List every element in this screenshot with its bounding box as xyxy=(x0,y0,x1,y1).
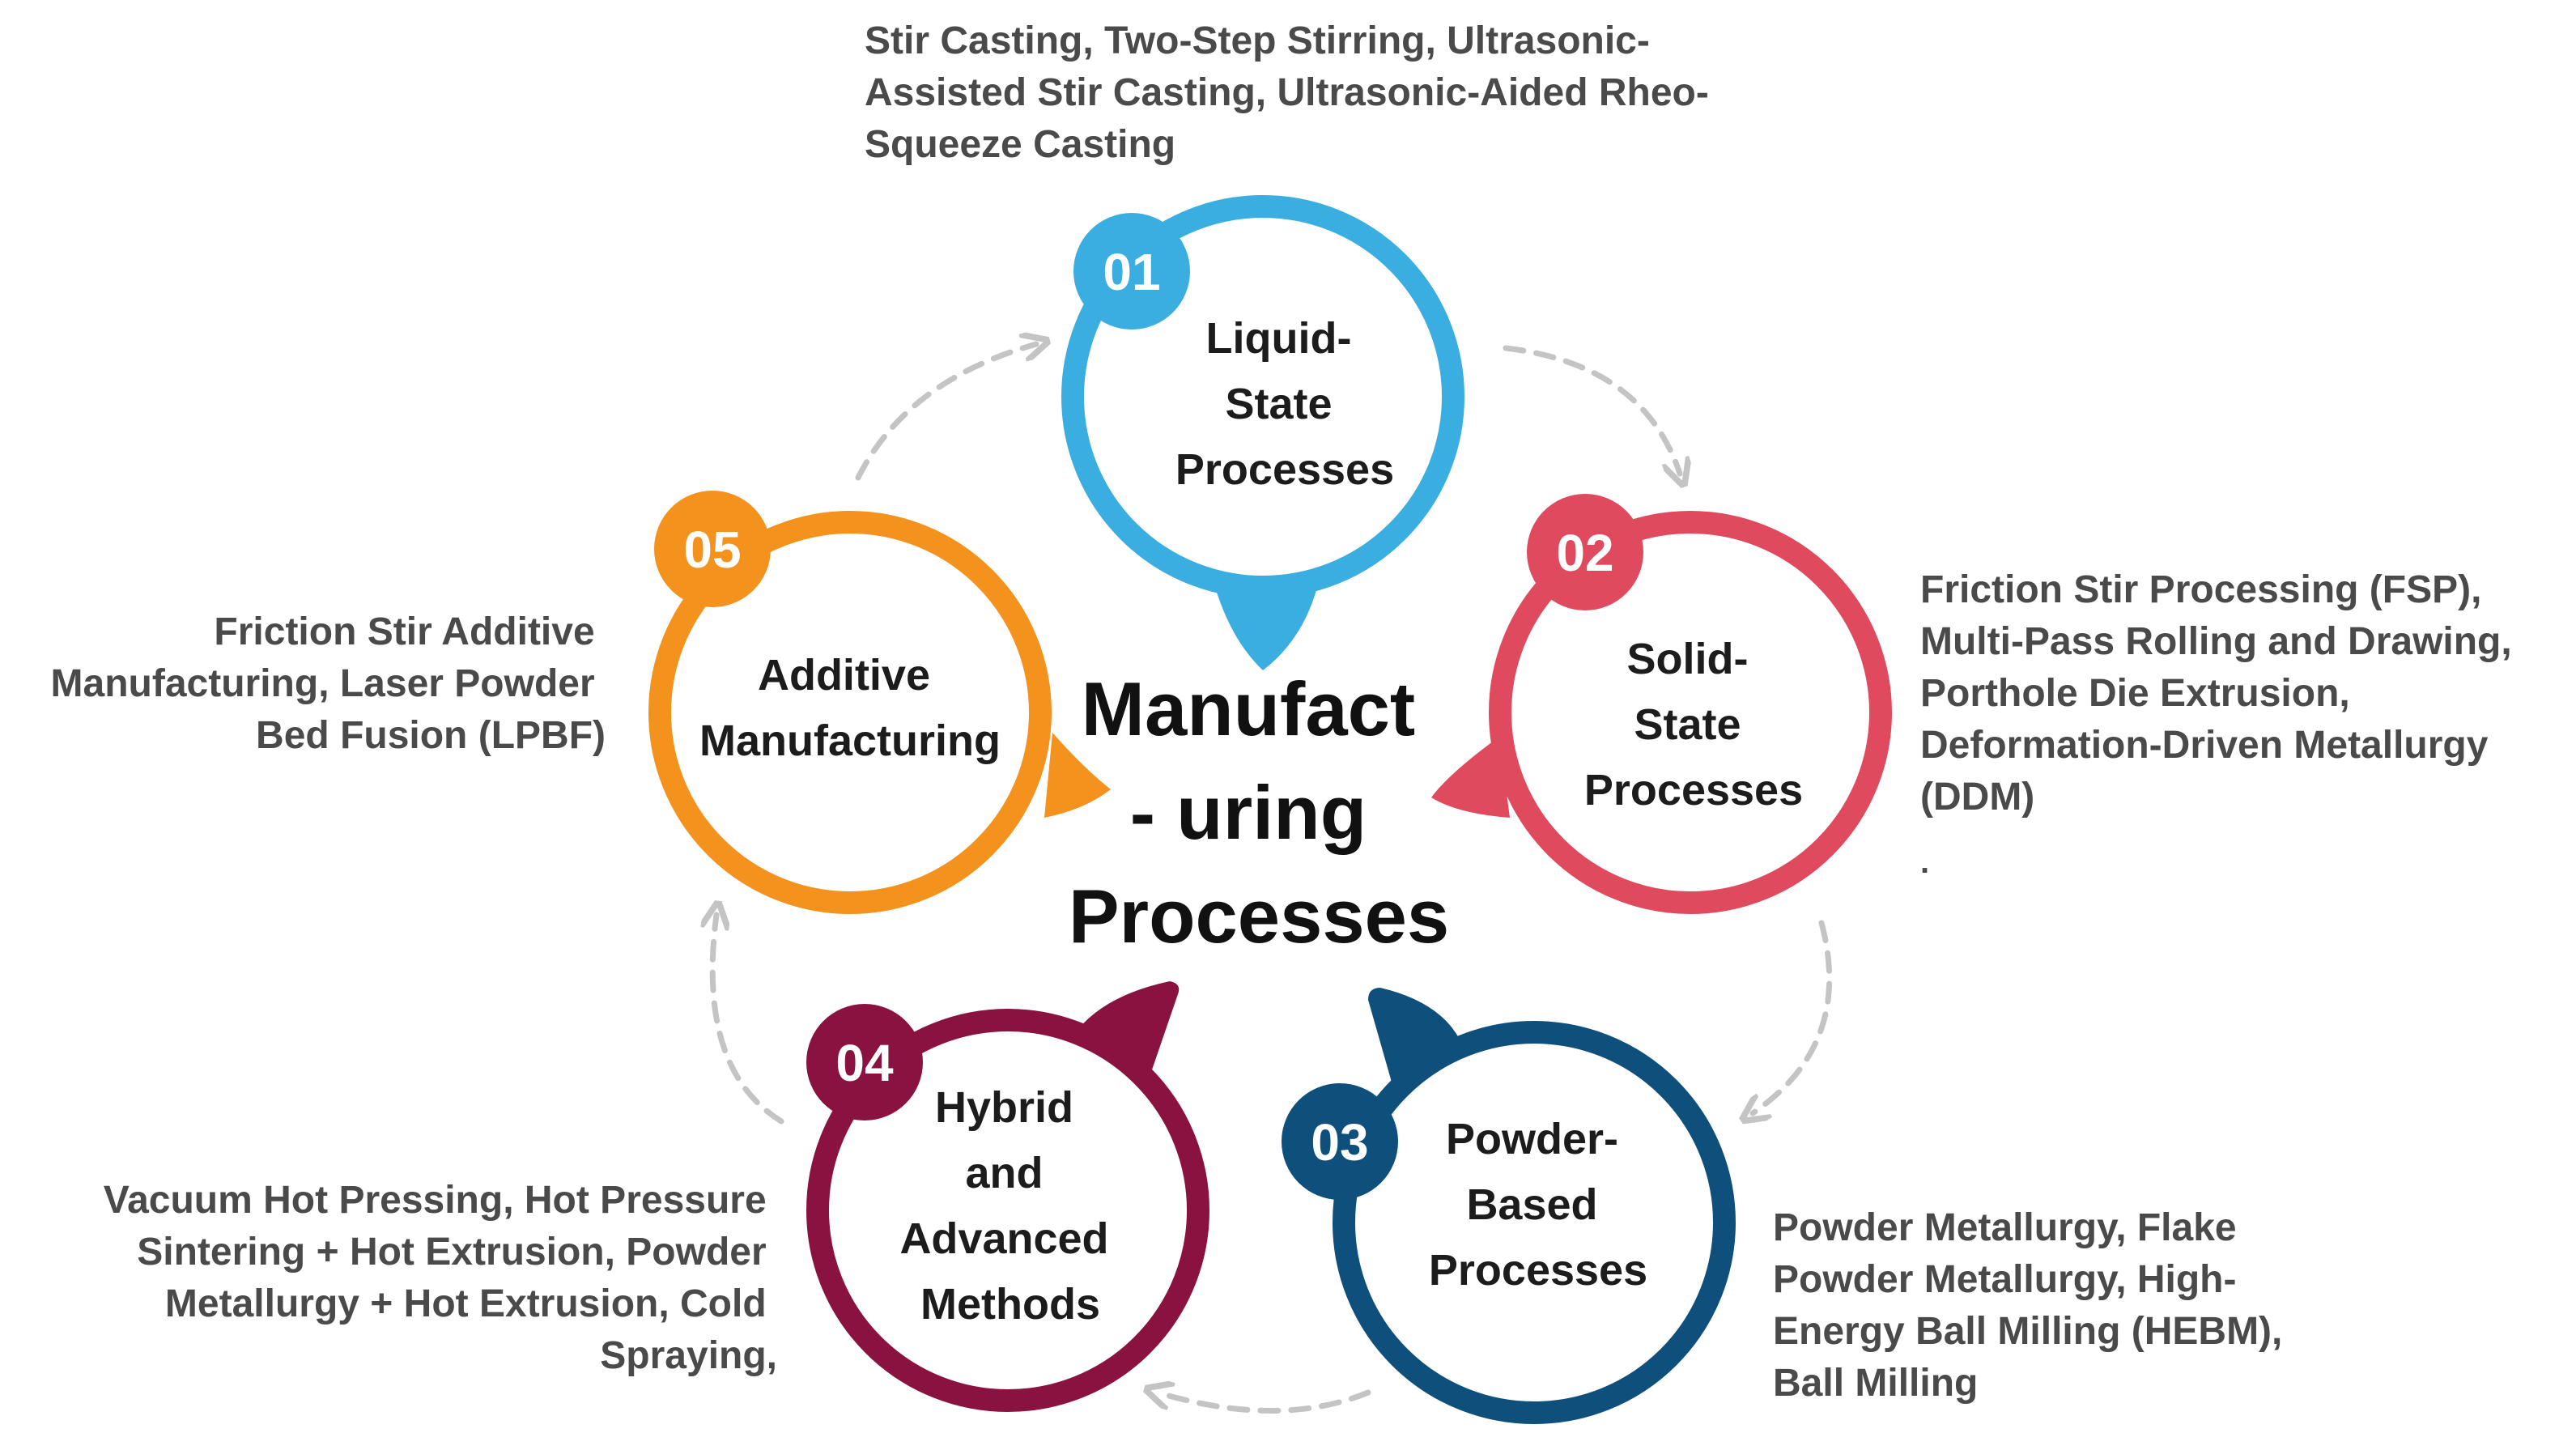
step-04-title: Hybrid and Advanced Methods xyxy=(899,1083,1120,1329)
step-04-hybrid-advanced: 04 Hybrid and Advanced Methods xyxy=(806,981,1209,1412)
step-02-pointer xyxy=(1431,737,1510,818)
arrow-05-to-01 xyxy=(855,344,1036,481)
step-02-badge xyxy=(1527,494,1643,610)
step-04-pointer xyxy=(1073,981,1180,1077)
step-03-description: Powder Metallurgy, Flake Powder Metallur… xyxy=(1773,1206,2293,1405)
step-05-additive-manufacturing: 05 Additive Manufacturing xyxy=(648,491,1111,914)
step-03-number: 03 xyxy=(1311,1113,1368,1171)
step-01-badge xyxy=(1073,213,1190,330)
step-02-description: Friction Stir Processing (FSP), Multi-Pa… xyxy=(1920,568,2523,819)
stray-dot: . xyxy=(1920,844,1929,880)
step-03-title: Powder- Based Processes xyxy=(1429,1115,1647,1295)
step-03-badge xyxy=(1282,1083,1398,1200)
step-04-description: Vacuum Hot Pressing, Hot Pressure Sinter… xyxy=(104,1179,777,1377)
step-02-ring xyxy=(1489,511,1892,914)
step-05-pointer xyxy=(1044,733,1111,818)
cycle-arrows xyxy=(712,344,1833,1414)
step-04-number: 04 xyxy=(835,1034,894,1092)
step-03-powder-based: 03 Powder- Based Processes xyxy=(1282,988,1736,1424)
step-01-number: 01 xyxy=(1103,243,1160,301)
step-02-number: 02 xyxy=(1556,524,1613,582)
step-05-description: Friction Stir Additive Manufacturing, La… xyxy=(51,610,606,757)
step-03-ring xyxy=(1333,1021,1736,1424)
step-01-description: Stir Casting, Two-Step Stirring, Ultraso… xyxy=(865,19,1719,166)
step-05-ring xyxy=(648,511,1052,914)
arrow-01-to-02 xyxy=(1503,345,1680,474)
step-04-ring xyxy=(806,1009,1209,1412)
step-04-badge xyxy=(806,1004,923,1120)
step-02-title: Solid- State Processes xyxy=(1584,635,1803,814)
step-05-title: Additive Manufacturing xyxy=(699,651,1001,765)
center-title: Manufact - uring Processes xyxy=(1069,666,1449,959)
arrow-02-to-03 xyxy=(1753,920,1833,1113)
arrow-04-to-05 xyxy=(712,915,784,1125)
step-01-pointer xyxy=(1214,585,1318,670)
step-05-badge xyxy=(654,491,771,607)
step-02-solid-state: 02 Solid- State Processes xyxy=(1431,494,1892,914)
step-05-number: 05 xyxy=(683,521,741,579)
step-01-liquid-state: 01 Liquid- State Processes xyxy=(1061,195,1464,670)
arrow-03-to-04 xyxy=(1158,1393,1371,1414)
step-01-title: Liquid- State Processes xyxy=(1175,314,1394,494)
